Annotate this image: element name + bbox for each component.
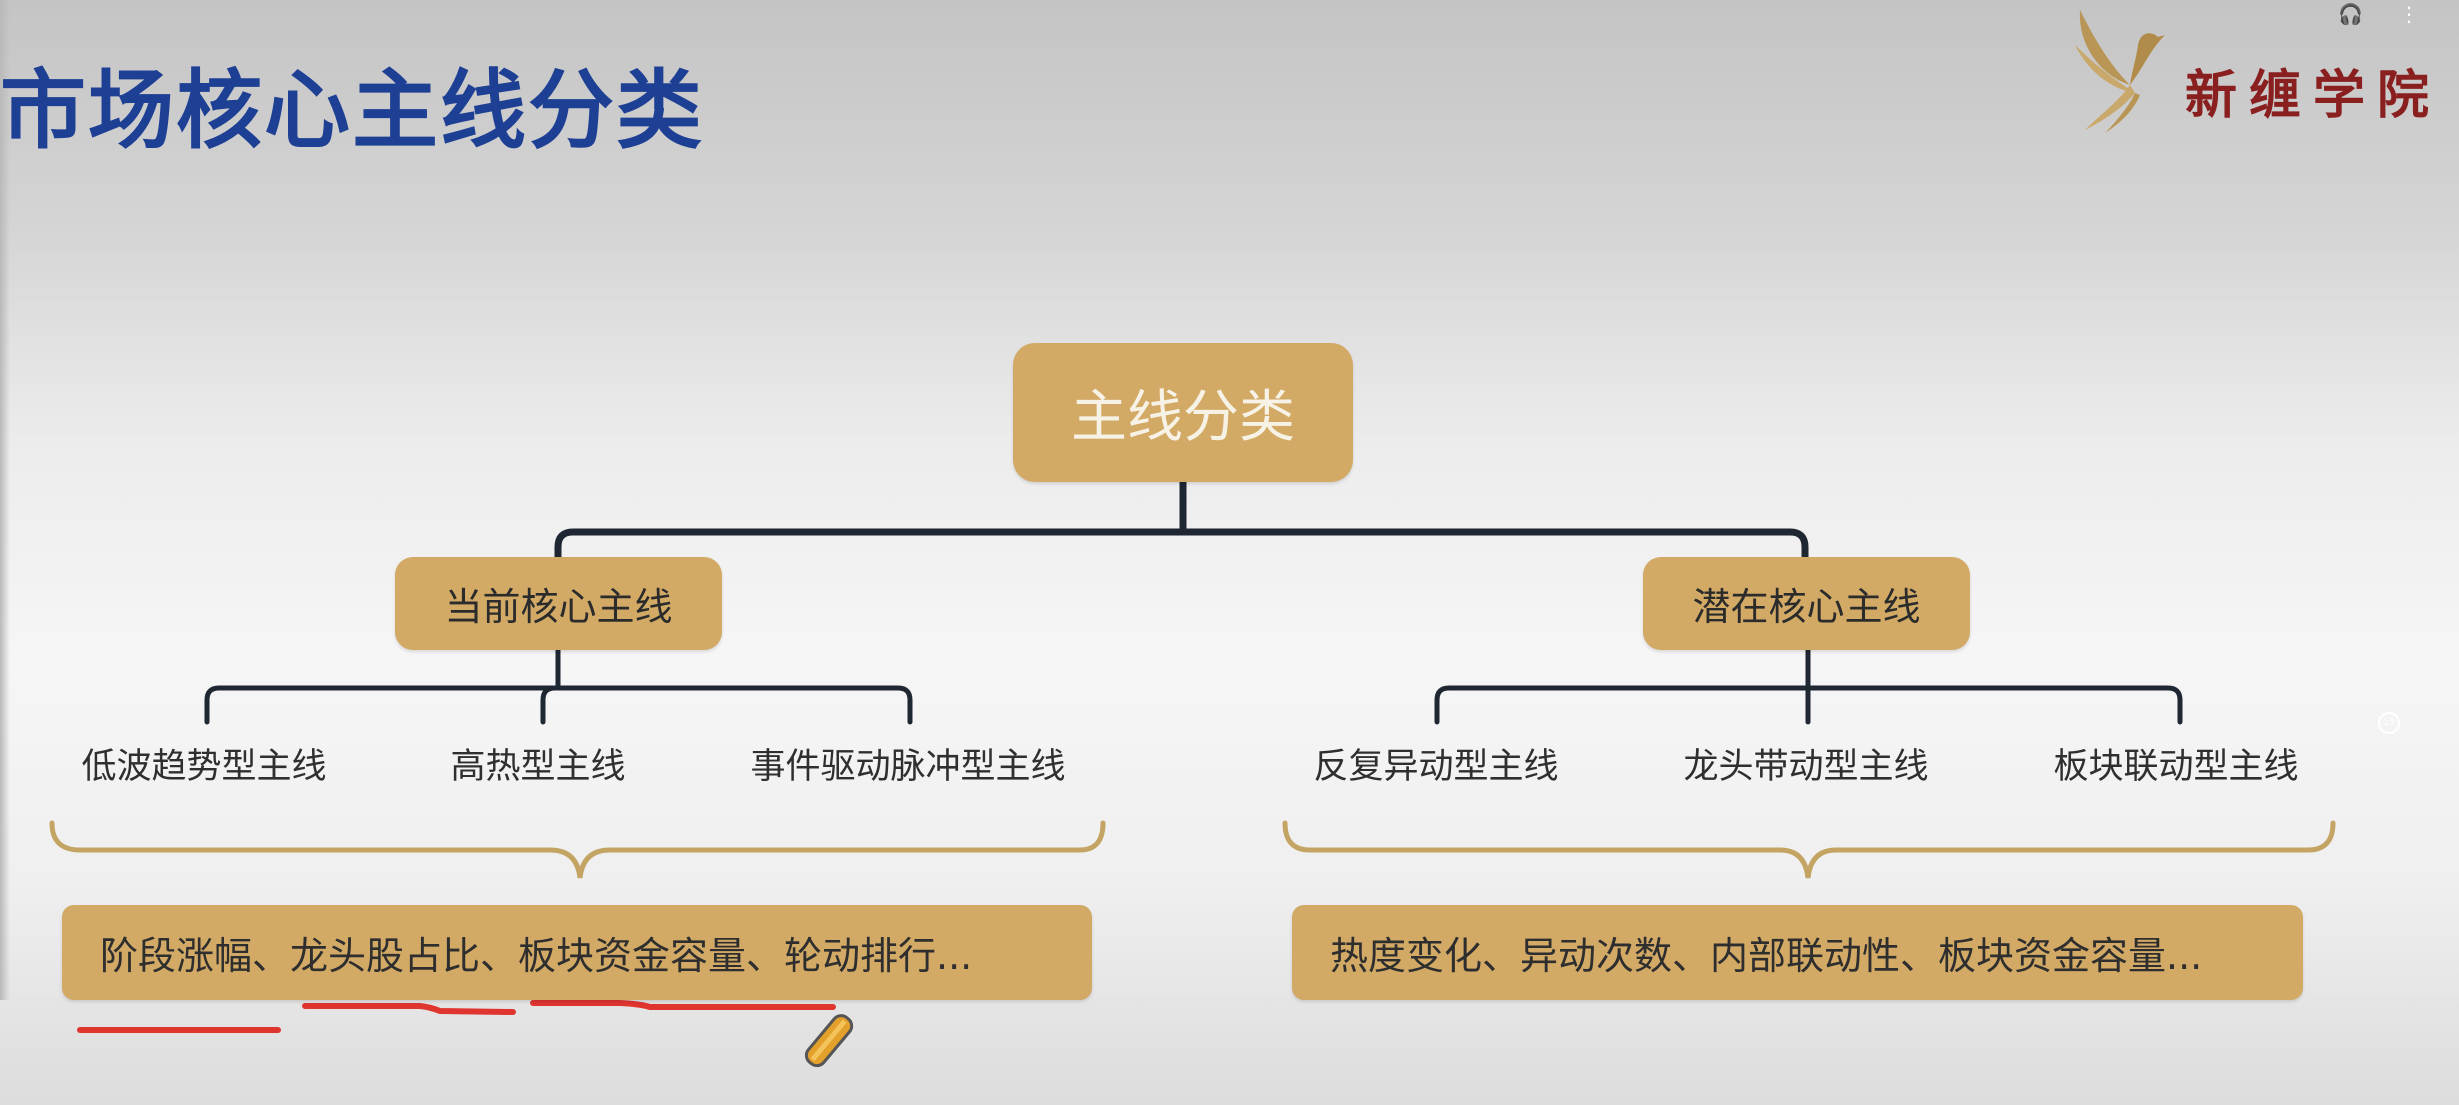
summary-box-current: 阶段涨幅、龙头股占比、板块资金容量、轮动排行... [62,905,1092,1000]
leaf-label: 高热型主线 [450,747,626,787]
branch-node-label: 当前核心主线 [444,585,673,629]
summary-box-potential: 热度变化、异动次数、内部联动性、板块资金容量... [1292,905,2303,1000]
summary-text: 热度变化、异动次数、内部联动性、板块资金容量... [1330,934,2203,978]
branch-node-label: 潜在核心主线 [1692,585,1921,629]
replay-15-icon[interactable]: 15 [2378,712,2400,734]
more-options-icon[interactable]: ⋮ [2399,2,2419,26]
logo: 新缠学院 [2070,5,2450,135]
headphones-icon[interactable]: 🎧 [2338,2,2363,26]
right-children-bus [1434,685,2183,725]
left-child-middle-connector [540,685,558,725]
leaf-label: 龙头带动型主线 [1683,747,1929,787]
page-title: 市场核心主线分类 [0,61,704,161]
leaf-label: 反复异动型主线 [1313,747,1559,787]
player-controls: 🎧 ⋮ [2338,2,2419,26]
phoenix-icon [2075,10,2165,133]
left-children-bus [204,685,913,725]
leaf-label: 事件驱动脉冲型主线 [750,747,1066,787]
pencil-cursor-icon [804,1014,854,1068]
summary-text: 阶段涨幅、龙头股占比、板块资金容量、轮动排行... [100,934,973,978]
left-edge-shadow [0,0,10,1000]
left-summary-brace [49,820,1106,879]
right-summary-brace [1282,820,2336,879]
replay-label: 15 [2383,718,2395,728]
logo-text: 新缠学院 [2185,65,2442,126]
leaf-label: 低波趋势型主线 [81,747,327,787]
branch-node-potential: 潜在核心主线 [1643,557,1970,650]
annotation-underline-2 [302,1003,516,1015]
root-node: 主线分类 [1013,343,1353,482]
branch-node-current: 当前核心主线 [395,557,722,650]
annotation-underline-3 [530,1000,836,1010]
leaf-label: 板块联动型主线 [2053,747,2299,787]
root-node-label: 主线分类 [1071,385,1295,450]
level2-bus [554,528,1809,561]
